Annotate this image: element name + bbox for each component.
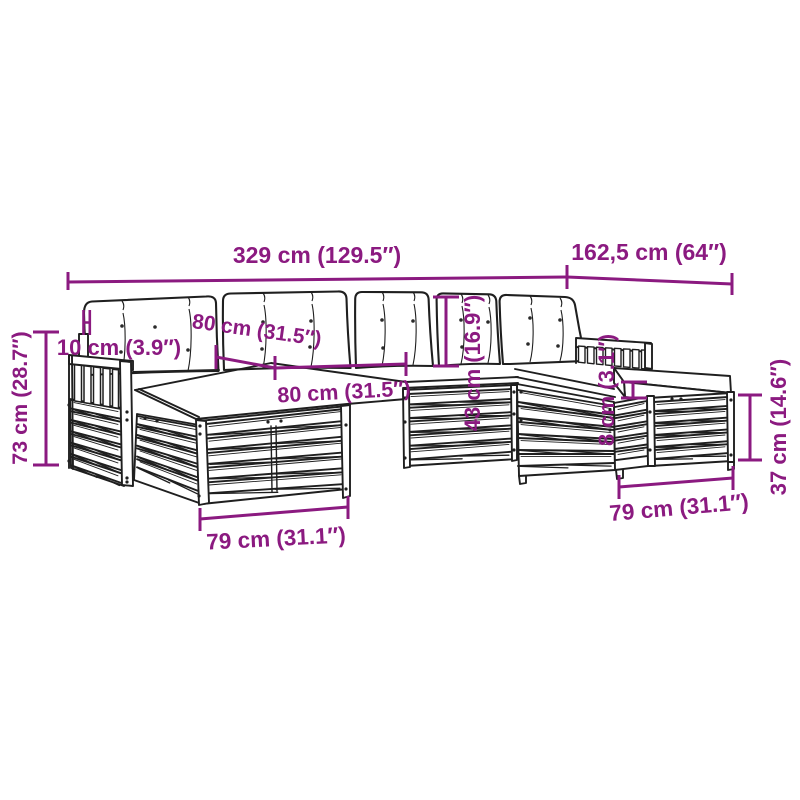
svg-text:329 cm (129.5″): 329 cm (129.5″): [233, 242, 401, 268]
svg-text:10 cm (3.9″): 10 cm (3.9″): [57, 335, 181, 360]
svg-text:73 cm (28.7″): 73 cm (28.7″): [8, 331, 32, 464]
svg-text:162,5 cm (64″): 162,5 cm (64″): [571, 239, 727, 265]
svg-text:37 cm (14.6″): 37 cm (14.6″): [766, 359, 791, 496]
svg-text:43 cm (16.9″): 43 cm (16.9″): [460, 295, 485, 432]
svg-text:8 cm (3.1″): 8 cm (3.1″): [594, 334, 619, 446]
